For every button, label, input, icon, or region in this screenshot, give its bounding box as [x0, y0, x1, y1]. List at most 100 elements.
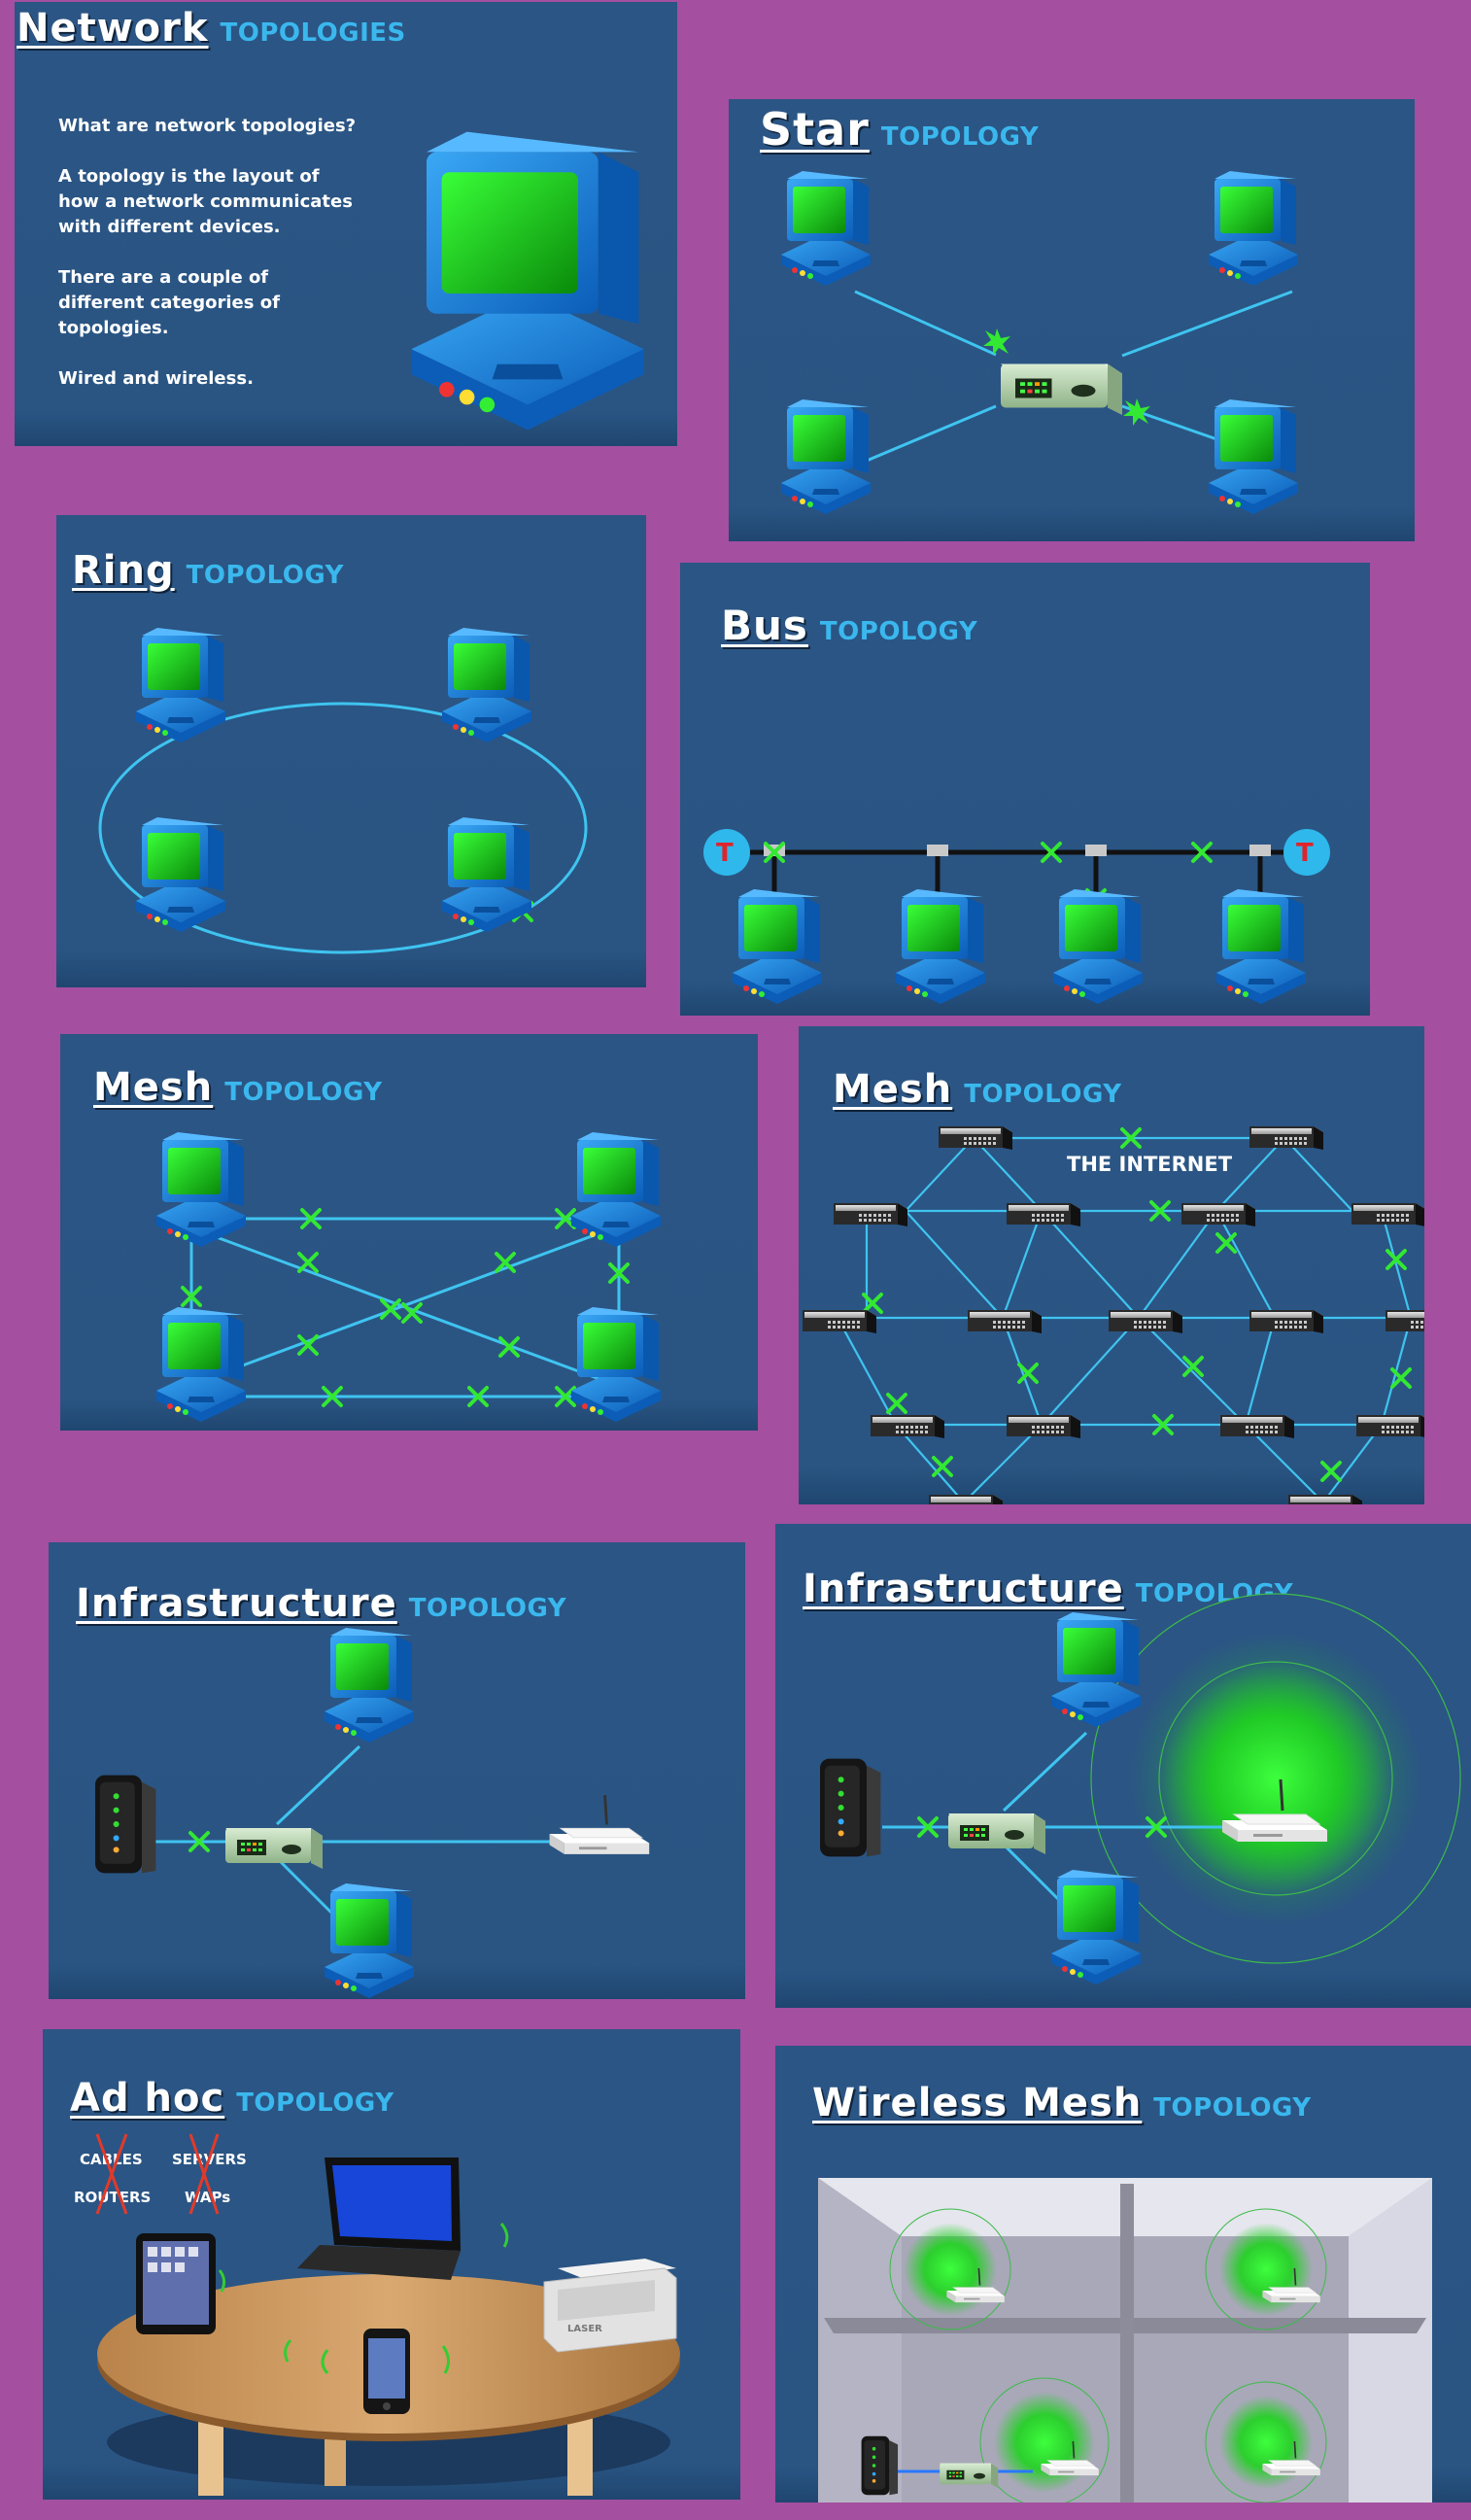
- panel-subtitle: TOPOLOGY: [236, 2088, 394, 2118]
- pc-node: [1051, 1870, 1141, 1985]
- switch-node: [1288, 1495, 1362, 1504]
- switch-node: [929, 1495, 1003, 1504]
- terminator-left-label: T: [716, 839, 734, 868]
- printer-device: [543, 2259, 677, 2353]
- pc-node: [136, 628, 225, 742]
- wireless-mesh-diagram: [818, 2178, 1432, 2503]
- infrastructure-diagram: [95, 1628, 651, 1998]
- panel-title: Wireless Mesh: [812, 2081, 1143, 2125]
- pc-node: [781, 171, 871, 286]
- panel-subtitle: TOPOLOGY: [186, 561, 344, 590]
- switch-node: [1356, 1415, 1424, 1438]
- ring-title: Ring TOPOLOGY: [72, 548, 344, 593]
- switch-node: [1220, 1415, 1294, 1438]
- pc-node: [896, 889, 985, 1004]
- panel-title: Network: [17, 6, 209, 51]
- terminator-right: [1283, 829, 1330, 876]
- panel-subtitle: TOPOLOGY: [224, 1078, 383, 1107]
- pc-node: [1216, 889, 1306, 1004]
- switch-node: [1181, 1203, 1255, 1226]
- pc-node: [733, 889, 822, 1004]
- switch-node: [1385, 1310, 1424, 1333]
- terminator-right-label: T: [1296, 839, 1314, 868]
- switch-node: [1351, 1203, 1424, 1226]
- wireless-mesh-panel: Wireless Mesh TOPOLOGY: [775, 2046, 1471, 2503]
- pc-node: [325, 1883, 414, 1998]
- printer-label: LASER: [567, 2324, 602, 2334]
- wireless-mesh-title: Wireless Mesh TOPOLOGY: [812, 2081, 1312, 2125]
- panel-title: Infrastructure: [76, 1581, 397, 1626]
- panel-title: Infrastructure: [803, 1567, 1124, 1611]
- switch-node: [1109, 1310, 1182, 1333]
- panel-title: Bus: [721, 602, 808, 649]
- tablet-device: [136, 2233, 216, 2334]
- pc-node: [781, 399, 871, 514]
- intro-title: Network TOPOLOGIES: [17, 6, 406, 51]
- pc-node: [156, 1307, 246, 1422]
- switch-node: [1007, 1203, 1080, 1226]
- internet-label: THE INTERNET: [1067, 1153, 1233, 1176]
- pc-node: [1209, 399, 1298, 514]
- mesh-diagram: [156, 1132, 661, 1422]
- panel-title: Mesh: [93, 1065, 214, 1110]
- mesh-internet-diagram: [803, 1126, 1424, 1504]
- terminator-left: [703, 829, 750, 876]
- table: [97, 2274, 680, 2496]
- intro-text: What are network topologies? A topology …: [58, 114, 359, 417]
- ring-diagram: [98, 628, 588, 954]
- panel-title: Mesh: [833, 1067, 953, 1112]
- intro-paragraph-2: There are a couple of different categori…: [58, 267, 280, 338]
- router-device: [548, 1793, 651, 1856]
- crossed-item-routers: ROUTERS: [74, 2189, 152, 2206]
- crossed-item-cables: CABLES: [80, 2151, 143, 2168]
- infrastructure-panel: Infrastructure TOPOLOGY: [49, 1542, 745, 1999]
- phone-device: [363, 2329, 410, 2414]
- adhoc-title: Ad hoc TOPOLOGY: [70, 2076, 394, 2121]
- adhoc-diagram: [95, 2133, 680, 2496]
- switch-node: [968, 1310, 1042, 1333]
- panel-subtitle: TOPOLOGY: [880, 122, 1040, 152]
- pc-node: [442, 817, 531, 932]
- hub-device: [1001, 363, 1122, 415]
- panel-subtitle: TOPOLOGY: [1153, 2093, 1312, 2123]
- mesh-panel: Mesh TOPOLOGY: [60, 1034, 758, 1431]
- bus-panel: Bus TOPOLOGY T T: [680, 563, 1370, 1016]
- pc-node: [136, 817, 225, 932]
- intro-question: What are network topologies?: [58, 116, 357, 136]
- bus-diagram: [703, 829, 1330, 1004]
- switch-node: [1007, 1415, 1080, 1438]
- pc-node: [1053, 889, 1143, 1004]
- building: [818, 2178, 1432, 2503]
- switch-node: [939, 1126, 1012, 1150]
- panel-subtitle: TOPOLOGY: [819, 617, 978, 646]
- star-diagram: [781, 171, 1298, 514]
- switch-node: [1249, 1310, 1323, 1333]
- pc-node: [325, 1628, 414, 1743]
- hub-device: [948, 1813, 1045, 1854]
- hub-device: [225, 1828, 323, 1869]
- panel-title: Star: [760, 103, 870, 155]
- computer-icon: [411, 131, 644, 431]
- intro-panel: Network TOPOLOGIES What are network topol…: [15, 2, 677, 446]
- intro-paragraph-1: A topology is the layout of how a networ…: [58, 166, 353, 237]
- modem-device: [95, 1775, 156, 1874]
- pc-node: [1209, 171, 1298, 286]
- star-title: Star TOPOLOGY: [760, 103, 1039, 155]
- panel-subtitle: TOPOLOGY: [408, 1594, 567, 1623]
- laptop-device: [297, 2158, 461, 2280]
- panel-title: Ring: [72, 548, 175, 593]
- pc-node: [442, 628, 531, 742]
- intro-paragraph-3: Wired and wireless.: [58, 368, 254, 389]
- infrastructure-wireless-diagram: [820, 1593, 1461, 1985]
- pc-node: [571, 1132, 661, 1247]
- mesh-title: Mesh TOPOLOGY: [93, 1065, 383, 1110]
- panel-subtitle: TOPOLOGIES: [220, 18, 406, 48]
- bus-title: Bus TOPOLOGY: [721, 602, 977, 649]
- infrastructure-title: Infrastructure TOPOLOGY: [76, 1581, 566, 1626]
- switch-node: [1249, 1126, 1323, 1150]
- panel-title: Ad hoc: [70, 2076, 225, 2121]
- pc-node: [571, 1307, 661, 1422]
